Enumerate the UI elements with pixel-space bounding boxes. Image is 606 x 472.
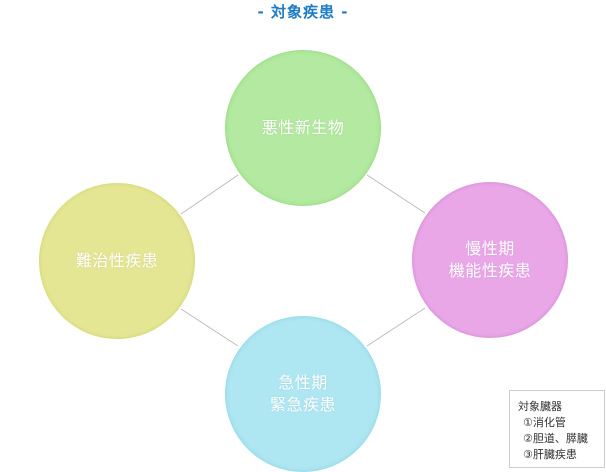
diagram-title: - 対象疾患 - bbox=[257, 3, 349, 21]
node-chronic-functional-disease: 慢性期 機能性疾患 bbox=[412, 182, 568, 338]
node-acute-emergency-disease: 急性期 緊急疾患 bbox=[225, 316, 381, 472]
target-organs-legend: 対象臓器 ①消化管 ②胆道、膵臓 ③肝臓疾患 bbox=[509, 390, 605, 468]
node-label: 急性期 緊急疾患 bbox=[269, 373, 336, 414]
node-label: 慢性期 機能性疾患 bbox=[448, 239, 532, 280]
node-malignant-neoplasm: 悪性新生物 bbox=[225, 50, 381, 206]
legend-item: ②胆道、膵臓 bbox=[523, 432, 588, 445]
connector-top-left bbox=[180, 174, 239, 215]
node-label: 難治性疾患 bbox=[75, 251, 159, 270]
legend-item: ①消化管 bbox=[523, 416, 566, 429]
legend-heading: 対象臓器 bbox=[518, 400, 562, 413]
legend-item: ③肝臓疾患 bbox=[523, 448, 577, 461]
node-intractable-disease: 難治性疾患 bbox=[39, 183, 195, 339]
node-label: 悪性新生物 bbox=[261, 118, 345, 137]
connector-top-right bbox=[366, 174, 426, 214]
connector-right-bottom bbox=[366, 307, 426, 347]
connector-left-bottom bbox=[180, 308, 239, 347]
